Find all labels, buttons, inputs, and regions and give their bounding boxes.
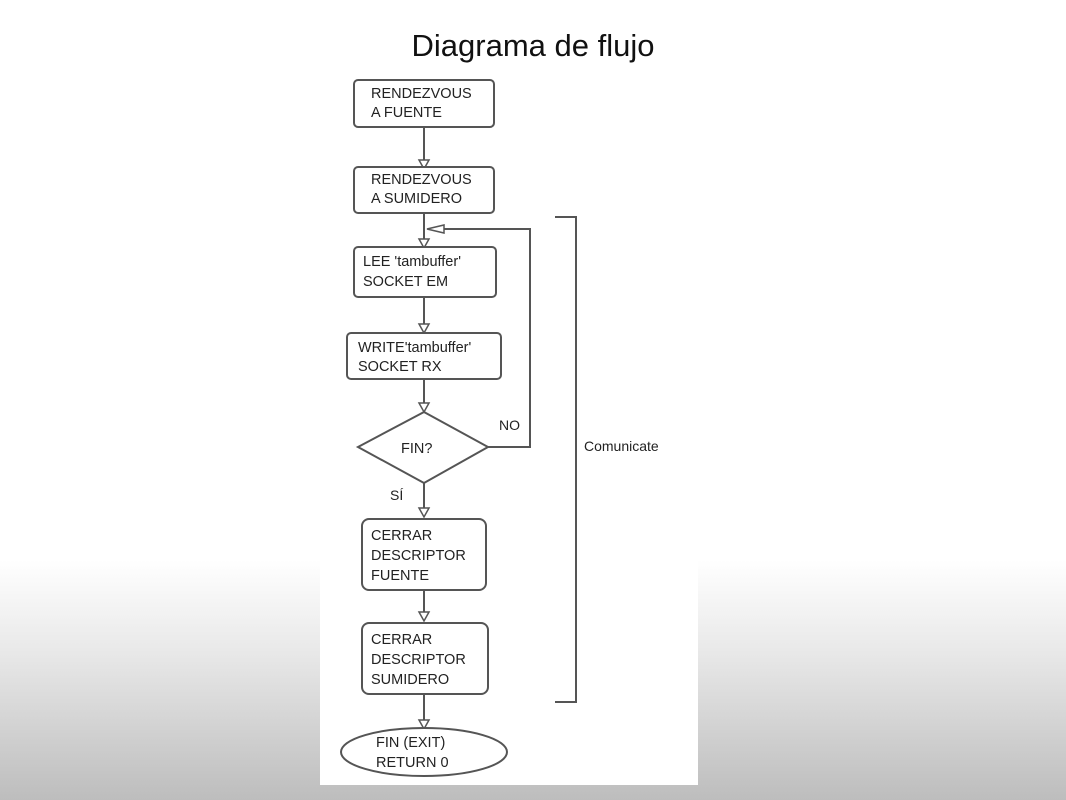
arrowhead-3-4: [417, 323, 431, 335]
step-1-line2: A FUENTE: [371, 105, 442, 121]
loop-back-line: [444, 228, 531, 448]
close-2-line3: SUMIDERO: [371, 672, 449, 688]
step-1-line1: RENDEZVOUS: [371, 86, 472, 102]
close-2-line1: CERRAR: [371, 632, 432, 648]
arrowhead-1-2: [417, 159, 431, 171]
loop-back-arrowhead: [426, 224, 445, 234]
close-1-line2: DESCRIPTOR: [371, 548, 466, 564]
terminal-line2: RETURN 0: [376, 755, 449, 771]
step-4-line1: WRITE'tambuffer': [358, 340, 471, 356]
step-3-line1: LEE 'tambuffer': [363, 254, 461, 270]
arrowhead-close1-close2: [417, 611, 431, 623]
slide-title: Diagrama de flujo: [411, 28, 655, 63]
terminal-line1: FIN (EXIT): [376, 735, 445, 751]
communicate-bracket: [555, 216, 577, 703]
step-3-line2: SOCKET EM: [363, 274, 448, 290]
close-1-line1: CERRAR: [371, 528, 432, 544]
close-2-line2: DESCRIPTOR: [371, 652, 466, 668]
step-4-line2: SOCKET RX: [358, 359, 442, 375]
decision-no-label: NO: [499, 417, 520, 433]
step-rendezvous-fuente: [353, 79, 495, 128]
step-write-tambuffer: [346, 332, 502, 380]
step-lee-tambuffer: [353, 246, 497, 298]
flowchart-diagram: Comunicate RENDEZVOUS A FUENTE RENDEZVOU…: [340, 79, 659, 777]
step-cerrar-fuente: [361, 518, 487, 591]
step-rendezvous-sumidero: [353, 166, 495, 214]
terminal-fin-exit: [340, 727, 508, 777]
close-1-line3: FUENTE: [371, 568, 429, 584]
bracket-label: Comunicate: [584, 438, 659, 454]
arrowhead-2-3: [417, 238, 431, 250]
connectors: [417, 127, 531, 731]
step-2-line2: A SUMIDERO: [371, 191, 462, 207]
arrowhead-4-decision: [417, 402, 431, 414]
step-cerrar-sumidero: [361, 622, 489, 695]
step-2-line1: RENDEZVOUS: [371, 172, 472, 188]
arrowhead-decision-close1: [417, 507, 431, 519]
decision-fin: [355, 410, 491, 485]
arrowhead-close2-terminal: [417, 719, 431, 731]
decision-label: FIN?: [401, 441, 432, 457]
flowchart-panel: Comunicate RENDEZVOUS A FUENTE RENDEZVOU…: [320, 72, 698, 785]
decision-yes-label: SÍ: [390, 487, 403, 503]
